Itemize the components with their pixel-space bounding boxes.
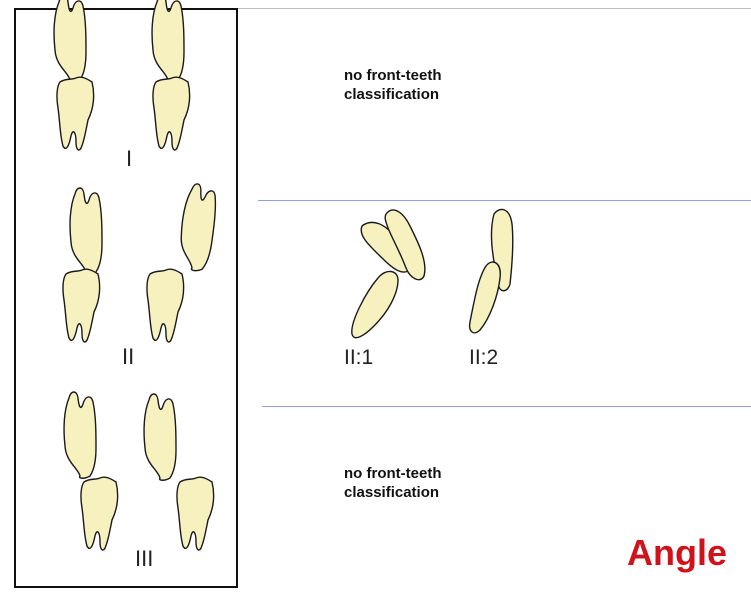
class-ii-1-incisors <box>352 210 425 338</box>
class-i-note-line2: classification <box>344 85 441 104</box>
class-iii-label: III <box>135 546 153 572</box>
class-ii-teeth-right <box>147 183 220 342</box>
class-iii-teeth-right <box>144 394 214 550</box>
class-i-teeth-left <box>54 0 94 150</box>
class-i-note: no front-teeth classification <box>344 66 441 104</box>
divider-lower <box>262 406 751 407</box>
class-ii-teeth-left <box>63 188 102 342</box>
class-iii-note: no front-teeth classification <box>344 464 441 502</box>
class-i-note-line1: no front-teeth <box>344 66 441 85</box>
divider-upper <box>258 200 751 201</box>
class-i-label: I <box>126 146 132 172</box>
class-iii-note-line2: classification <box>344 483 441 502</box>
class-ii-2-label: II:2 <box>469 346 498 370</box>
class-iii-note-line1: no front-teeth <box>344 464 441 483</box>
class-ii-label: II <box>122 344 134 370</box>
class-ii-2-incisors <box>470 209 513 332</box>
class-iii-teeth-left <box>64 392 118 550</box>
class-ii-1-label: II:1 <box>344 346 373 370</box>
angle-title: Angle <box>627 532 727 574</box>
class-i-teeth-right <box>152 0 190 150</box>
